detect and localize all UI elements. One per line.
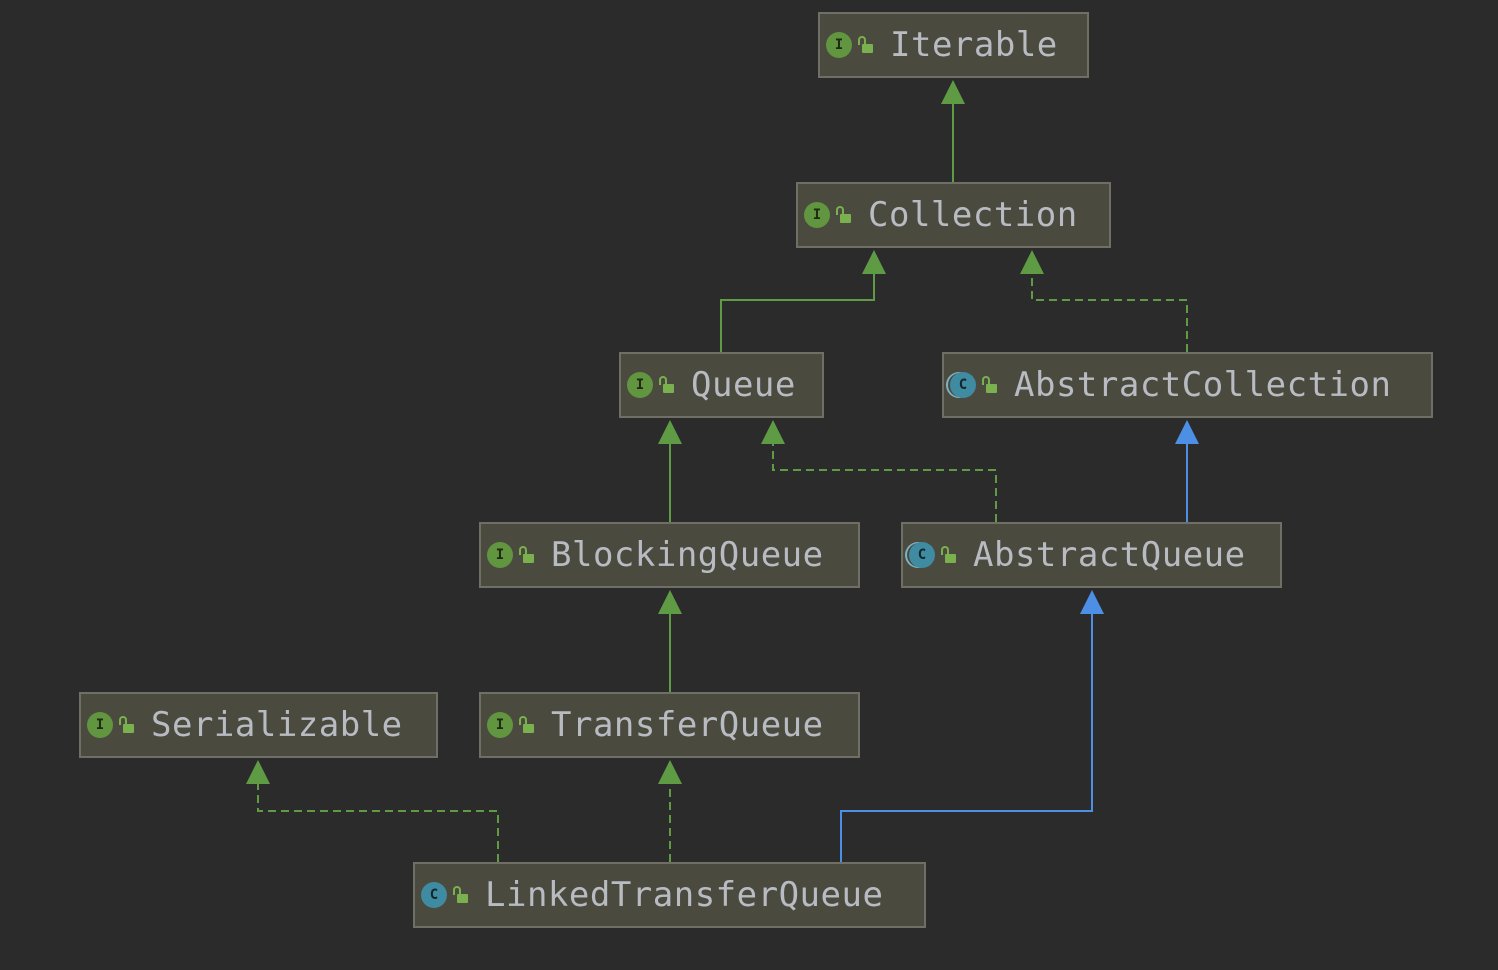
edge-queue-to-collection	[720, 250, 886, 352]
edge-abstract-queue-to-abstract-collection	[1175, 420, 1199, 522]
node-serializable[interactable]: I Serializable	[79, 692, 438, 758]
arrowhead	[761, 420, 785, 444]
abstract-class-icon: C	[909, 542, 935, 568]
node-label-queue: Queue	[691, 365, 796, 405]
node-label-collection: Collection	[868, 195, 1078, 235]
edge-linked-transfer-queue-to-transfer-queue	[658, 760, 682, 862]
node-label-blocking-queue: BlockingQueue	[551, 535, 824, 575]
public-lock-icon	[858, 34, 874, 56]
edge-linked-transfer-queue-to-serializable	[246, 760, 499, 862]
abstract-class-icon: C	[950, 372, 976, 398]
public-lock-icon	[119, 714, 135, 736]
edge-linked-transfer-queue-to-abstract-queue	[840, 590, 1104, 862]
node-label-iterable: Iterable	[890, 25, 1058, 65]
node-label-linked-transfer-queue: LinkedTransferQueue	[485, 875, 884, 915]
node-abstract-collection[interactable]: C AbstractCollection	[942, 352, 1433, 418]
arrowhead	[658, 590, 682, 614]
arrowhead	[941, 80, 965, 104]
interface-icon: I	[804, 202, 830, 228]
node-label-serializable: Serializable	[151, 705, 403, 745]
public-lock-icon	[519, 714, 535, 736]
arrowhead	[1080, 590, 1104, 614]
node-label-abstract-queue: AbstractQueue	[973, 535, 1246, 575]
node-linked-transfer-queue[interactable]: C LinkedTransferQueue	[413, 862, 926, 928]
arrowhead	[246, 760, 270, 784]
arrowhead	[1020, 250, 1044, 274]
node-iterable[interactable]: I Iterable	[818, 12, 1089, 78]
interface-icon: I	[487, 712, 513, 738]
public-lock-icon	[836, 204, 852, 226]
interface-icon: I	[627, 372, 653, 398]
public-lock-icon	[982, 374, 998, 396]
edge-collection-to-iterable	[941, 80, 965, 182]
public-lock-icon	[941, 544, 957, 566]
class-icon: C	[421, 882, 447, 908]
interface-icon: I	[826, 32, 852, 58]
arrowhead	[658, 760, 682, 784]
node-collection[interactable]: I Collection	[796, 182, 1111, 248]
public-lock-icon	[453, 884, 469, 906]
node-abstract-queue[interactable]: C AbstractQueue	[901, 522, 1282, 588]
edge-abstract-collection-to-collection	[1020, 250, 1188, 352]
interface-icon: I	[487, 542, 513, 568]
node-blocking-queue[interactable]: I BlockingQueue	[479, 522, 860, 588]
interface-icon: I	[87, 712, 113, 738]
arrowhead	[862, 250, 886, 274]
node-label-abstract-collection: AbstractCollection	[1014, 365, 1392, 405]
node-transfer-queue[interactable]: I TransferQueue	[479, 692, 860, 758]
public-lock-icon	[659, 374, 675, 396]
edge-transfer-queue-to-blocking-queue	[658, 590, 682, 692]
edge-abstract-queue-to-queue	[761, 420, 997, 522]
public-lock-icon	[519, 544, 535, 566]
edge-blocking-queue-to-queue	[658, 420, 682, 522]
arrowhead	[1175, 420, 1199, 444]
arrowhead	[658, 420, 682, 444]
node-queue[interactable]: I Queue	[619, 352, 824, 418]
node-label-transfer-queue: TransferQueue	[551, 705, 824, 745]
